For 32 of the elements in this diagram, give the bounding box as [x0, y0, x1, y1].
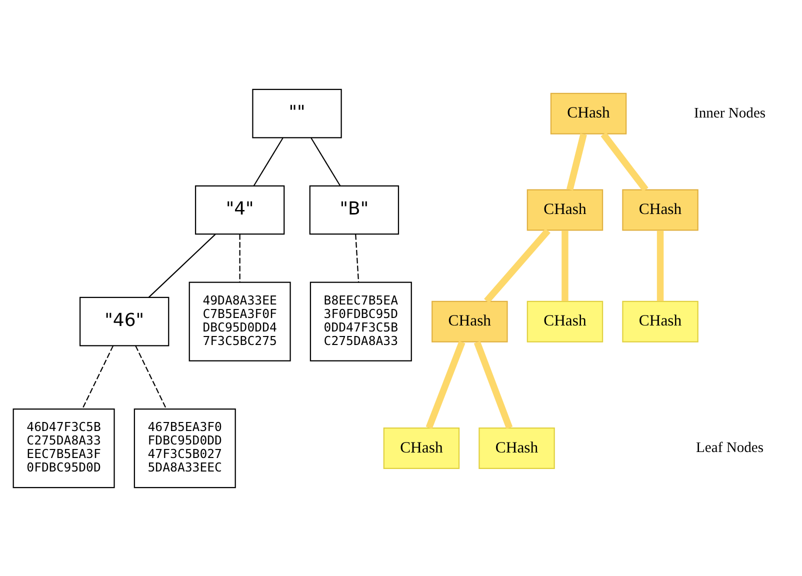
connector: [600, 132, 648, 192]
connector: [148, 233, 216, 298]
connector: [82, 345, 114, 409]
node-box: CHash: [432, 300, 508, 342]
node-box: 49DA8A33EE C7B5EA3F0F DBC95D0DD4 7F3C5BC275: [188, 281, 291, 361]
connector: [135, 345, 167, 409]
label: Leaf Nodes: [696, 440, 764, 456]
node-box: CHash: [526, 188, 604, 230]
node-box: CHash: [622, 300, 698, 342]
connector: [562, 230, 568, 301]
node-box: "46": [80, 296, 170, 346]
connector: [253, 137, 284, 186]
connector: [656, 230, 664, 301]
label: Inner Nodes: [694, 104, 766, 121]
node-box: 467B5EA3F0 FDBC95D0DD 47F3C5B027 5DA8A33EEC: [134, 408, 236, 488]
node-box: CHash: [622, 188, 698, 230]
connector: [484, 228, 550, 303]
node-box: "4": [194, 184, 285, 234]
node-box: 46D47F3C5B C275DA8A33 EEC7B5EA3F 0FDBC95D0D: [12, 408, 115, 488]
node-box: CHash: [550, 92, 627, 134]
node-box: CHash: [526, 300, 604, 342]
node-box: "": [252, 88, 342, 138]
node-box: CHash: [383, 427, 460, 469]
connector: [239, 234, 240, 282]
connector: [355, 234, 360, 282]
connector: [566, 132, 587, 190]
node-box: CHash: [478, 427, 555, 469]
connector: [474, 340, 513, 429]
node-box: "B": [309, 184, 400, 234]
node-box: B8EEC7B5EA 3F0FDBC95D 0DD47F3C5B C275DA8A33: [310, 281, 412, 361]
connector: [310, 137, 341, 186]
connector: [426, 340, 466, 429]
